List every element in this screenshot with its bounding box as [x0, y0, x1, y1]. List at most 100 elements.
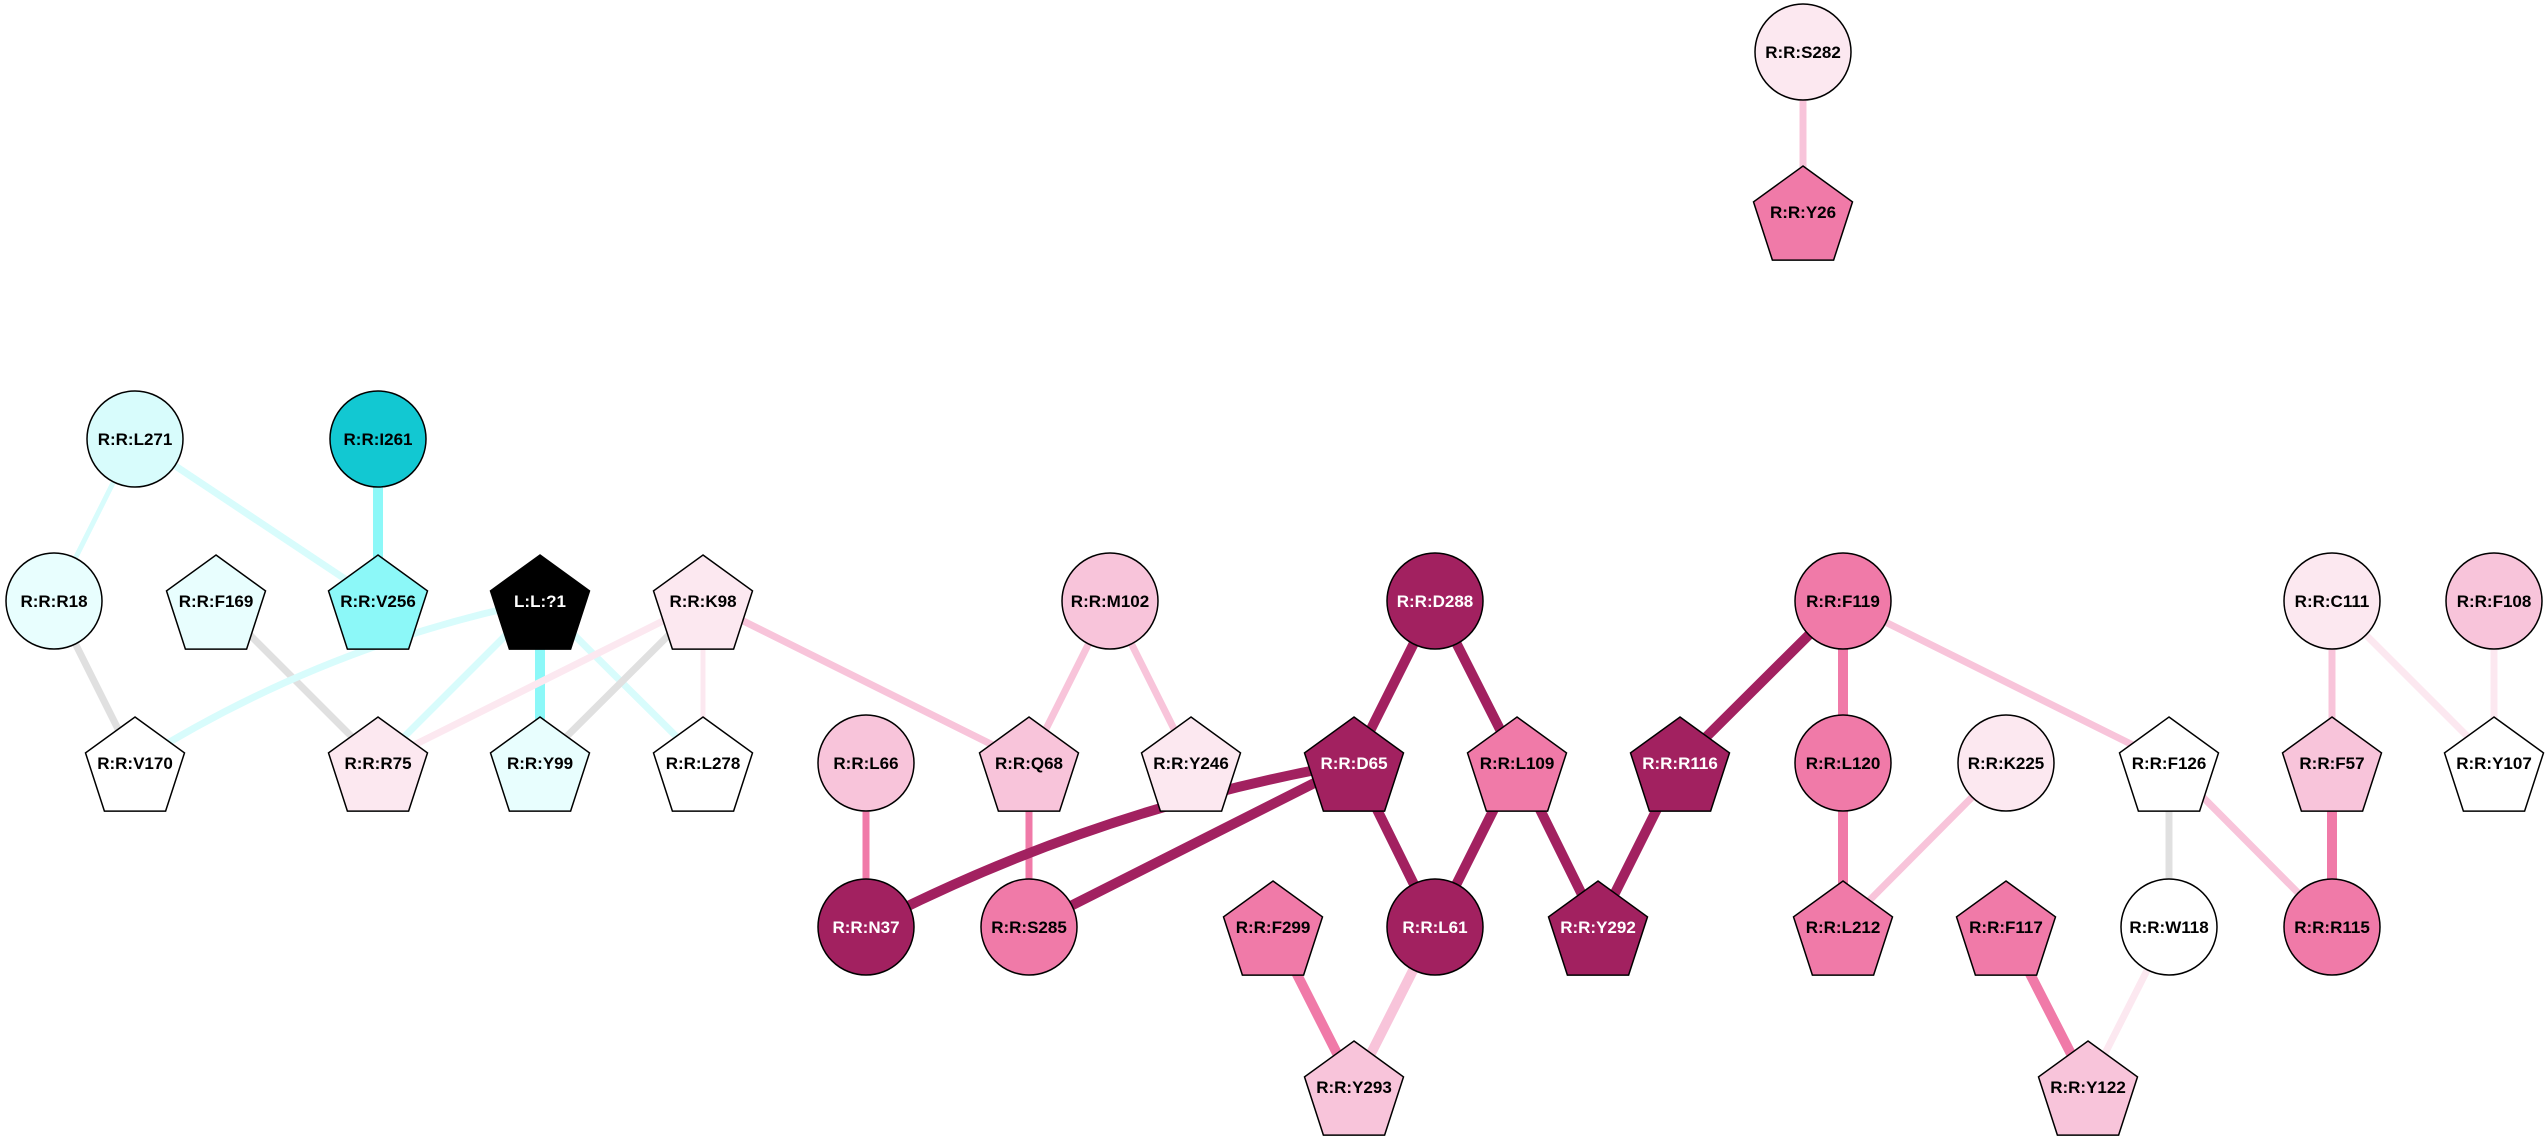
- node-V256: R:R:V256: [327, 554, 429, 650]
- node-R115-circle: [2283, 878, 2381, 976]
- node-Y26-pentagon: [1752, 165, 1854, 261]
- node-V170: R:R:V170: [84, 716, 186, 812]
- node-D288-label: R:R:D288: [1397, 592, 1474, 611]
- node-R115: R:R:R115: [2283, 878, 2381, 976]
- node-L212-label: R:R:L212: [1806, 918, 1881, 937]
- node-L1: L:L:?1: [489, 554, 591, 650]
- edge-K98-R75: [374, 597, 707, 767]
- node-D288: R:R:D288: [1386, 552, 1484, 650]
- node-F108: R:R:F108: [2445, 552, 2543, 650]
- node-Y107-pentagon: [2443, 716, 2545, 812]
- node-F57: R:R:F57: [2281, 716, 2383, 812]
- node-N37-label: R:R:N37: [832, 918, 899, 937]
- node-F126-label: R:R:F126: [2132, 754, 2207, 773]
- node-F57-pentagon: [2281, 716, 2383, 812]
- node-F119-label: R:R:F119: [1806, 592, 1880, 611]
- node-F169: R:R:F169: [165, 554, 267, 650]
- node-S285-label: R:R:S285: [991, 918, 1067, 937]
- node-I261-label: R:R:I261: [344, 430, 413, 449]
- node-L278: R:R:L278: [652, 716, 754, 812]
- node-F119: R:R:F119: [1794, 552, 1892, 650]
- node-Y293-label: R:R:Y293: [1316, 1078, 1392, 1097]
- node-D65-label: R:R:D65: [1320, 754, 1387, 773]
- node-Y292-label: R:R:Y292: [1560, 918, 1636, 937]
- node-M102-circle: [1061, 552, 1159, 650]
- node-R75: R:R:R75: [327, 716, 429, 812]
- node-Q68-pentagon: [978, 716, 1080, 812]
- node-R18: R:R:R18: [5, 552, 103, 650]
- node-C111-label: R:R:C111: [2295, 592, 2370, 611]
- node-L271: R:R:L271: [86, 390, 184, 488]
- node-C111: R:R:C111: [2283, 552, 2381, 650]
- node-R75-pentagon: [327, 716, 429, 812]
- node-M102: R:R:M102: [1061, 552, 1159, 650]
- node-Y246-pentagon: [1140, 716, 1242, 812]
- node-F299: R:R:F299: [1222, 880, 1324, 976]
- node-M102-label: R:R:M102: [1071, 592, 1149, 611]
- node-Y292: R:R:Y292: [1547, 880, 1649, 976]
- node-D65-pentagon: [1303, 716, 1405, 812]
- node-L271-label: R:R:L271: [98, 430, 173, 449]
- node-Q68-label: R:R:Q68: [995, 754, 1063, 773]
- node-W118: R:R:W118: [2120, 878, 2218, 976]
- node-F126: R:R:F126: [2118, 716, 2220, 812]
- edge-K98-Q68: [699, 597, 1033, 767]
- node-L278-pentagon: [652, 716, 754, 812]
- node-N37: R:R:N37: [817, 878, 915, 976]
- node-N37-circle: [817, 878, 915, 976]
- node-V170-label: R:R:V170: [97, 754, 173, 773]
- node-K225-circle: [1957, 714, 2055, 812]
- node-K225-label: R:R:K225: [1968, 754, 2045, 773]
- node-Y246: R:R:Y246: [1140, 716, 1242, 812]
- node-Y107-label: R:R:Y107: [2456, 754, 2532, 773]
- node-L109-label: R:R:L109: [1480, 754, 1555, 773]
- node-F57-label: R:R:F57: [2299, 754, 2364, 773]
- node-F126-pentagon: [2118, 716, 2220, 812]
- node-Y99-label: R:R:Y99: [507, 754, 573, 773]
- node-F117-pentagon: [1955, 880, 2057, 976]
- node-K98-label: R:R:K98: [669, 592, 736, 611]
- node-R116-label: R:R:R116: [1642, 754, 1718, 773]
- edge-L1-V170: [131, 597, 544, 767]
- node-Y107: R:R:Y107: [2443, 716, 2545, 812]
- node-Y26: R:R:Y26: [1752, 165, 1854, 261]
- node-D288-circle: [1386, 552, 1484, 650]
- node-F117: R:R:F117: [1955, 880, 2057, 976]
- node-R116-pentagon: [1629, 716, 1731, 812]
- node-F108-label: R:R:F108: [2457, 592, 2532, 611]
- node-L66: R:R:L66: [817, 714, 915, 812]
- node-F169-label: R:R:F169: [179, 592, 254, 611]
- node-L271-circle: [86, 390, 184, 488]
- node-Y293-pentagon: [1303, 1040, 1405, 1136]
- node-Q68: R:R:Q68: [978, 716, 1080, 812]
- node-Y246-label: R:R:Y246: [1153, 754, 1229, 773]
- node-I261-circle: [329, 390, 427, 488]
- node-R18-circle: [5, 552, 103, 650]
- node-F119-circle: [1794, 552, 1892, 650]
- node-V256-label: R:R:V256: [340, 592, 416, 611]
- node-L61: R:R:L61: [1386, 878, 1484, 976]
- node-S285: R:R:S285: [980, 878, 1078, 976]
- node-C111-circle: [2283, 552, 2381, 650]
- node-L109: R:R:L109: [1466, 716, 1568, 812]
- node-K98-pentagon: [652, 554, 754, 650]
- node-L120-label: R:R:L120: [1806, 754, 1881, 773]
- node-D65: R:R:D65: [1303, 716, 1405, 812]
- node-L278-label: R:R:L278: [666, 754, 741, 773]
- node-R18-label: R:R:R18: [20, 592, 87, 611]
- node-F108-circle: [2445, 552, 2543, 650]
- edge-D65-N37: [861, 758, 1359, 932]
- node-V256-pentagon: [327, 554, 429, 650]
- node-I261: R:R:I261: [329, 390, 427, 488]
- node-W118-circle: [2120, 878, 2218, 976]
- node-S282-label: R:R:S282: [1765, 43, 1841, 62]
- node-L120-circle: [1794, 714, 1892, 812]
- node-L61-label: R:R:L61: [1402, 918, 1467, 937]
- node-L61-circle: [1386, 878, 1484, 976]
- node-W118-label: R:R:W118: [2129, 918, 2208, 937]
- node-Y292-pentagon: [1547, 880, 1649, 976]
- node-Y293: R:R:Y293: [1303, 1040, 1405, 1136]
- node-Y122-pentagon: [2037, 1040, 2139, 1136]
- node-K225: R:R:K225: [1957, 714, 2055, 812]
